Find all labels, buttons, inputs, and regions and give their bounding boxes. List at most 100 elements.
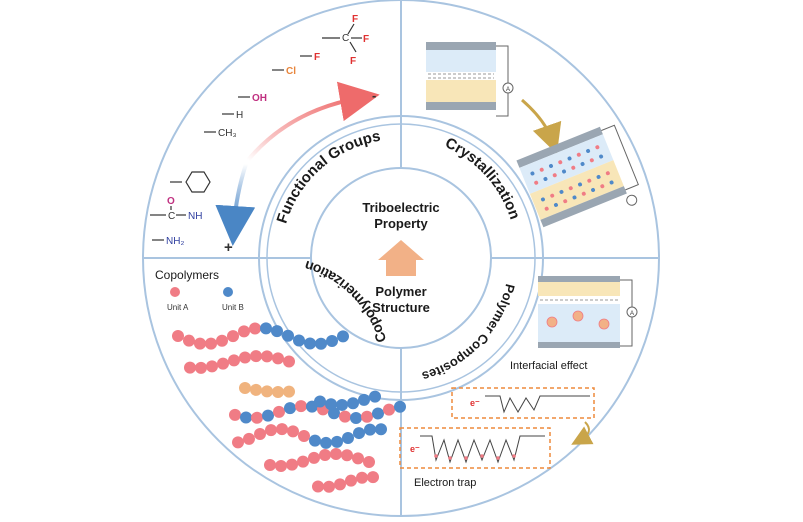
copolymer-bead [260, 322, 272, 335]
copolymer-bead [356, 471, 368, 484]
svg-text:O: O [167, 196, 175, 207]
copolymer-bead [254, 428, 266, 441]
copolymer-bead [342, 431, 354, 444]
amide-group: C O NH [150, 196, 202, 222]
copolymer-bead [334, 478, 346, 491]
copolymer-bead [337, 330, 349, 343]
svg-text:F: F [350, 56, 356, 67]
copolymer-bead [276, 423, 288, 436]
unit-a-label: Unit A [167, 303, 189, 312]
svg-text:A: A [630, 311, 634, 317]
copolymer-bead [229, 408, 241, 421]
copolymer-bead [323, 480, 335, 493]
copolymer-bead [304, 337, 316, 350]
crystal-device-bottom [516, 124, 639, 228]
crystallization-arrow [521, 98, 562, 155]
copolymer-bead [265, 424, 277, 437]
copolymer-bead [249, 322, 261, 335]
copolymer-bead [239, 382, 251, 394]
functional-groups-panel: C F F F F Cl OH H CH₃ - + C [150, 14, 380, 256]
copolymer-bead [328, 407, 340, 420]
interfacial-effect-label: Interfacial effect [510, 360, 587, 372]
copolymer-bead [319, 449, 331, 462]
copolymer-bead [184, 361, 196, 374]
copolymer-bead [309, 434, 321, 447]
crystallization-panel: A [426, 42, 639, 228]
copolymer-bead [217, 357, 229, 370]
copolymer-bead [282, 329, 294, 342]
copolymer-bead [383, 403, 395, 416]
copolymer-bead [336, 398, 348, 411]
unit-b-legend-dot [223, 287, 233, 297]
copolymer-bead [364, 423, 376, 436]
copolymer-bead [298, 430, 310, 443]
minus-sign: - [372, 88, 376, 103]
copolymer-bead [320, 436, 332, 449]
copolymer-bead [358, 393, 370, 406]
copolymer-bead [172, 330, 184, 342]
copolymer-bead [240, 411, 252, 424]
copolymer-bead [250, 350, 262, 363]
svg-text:C: C [342, 33, 349, 44]
copolymer-bead [367, 471, 379, 484]
center-bottom-line2: Structure [372, 300, 430, 315]
copolymer-bead [243, 432, 255, 445]
copolymer-bead [352, 452, 364, 465]
svg-text:F: F [352, 14, 358, 25]
electron-trap-label: Electron trap [414, 477, 476, 489]
plus-sign: + [224, 239, 233, 256]
copolymer-bead [361, 410, 373, 423]
copolymer-bead [239, 351, 251, 364]
copolymer-bead [295, 400, 307, 413]
center-title-line2: Property [374, 216, 428, 231]
electronegativity-arrow-red [246, 81, 380, 162]
cf3-group: C F F F [322, 14, 369, 67]
center-bottom-line1: Polymer [375, 284, 426, 299]
copolymer-bead [286, 458, 298, 471]
copolymer-bead [261, 350, 273, 363]
copolymer-bead [271, 325, 283, 338]
copolymer-bead [287, 425, 299, 438]
copolymer-bead [312, 480, 324, 493]
crystal-device-top: A [426, 42, 514, 117]
copolymer-bead [195, 361, 207, 374]
copolymer-bead [194, 337, 206, 350]
copolymer-bead [238, 325, 250, 338]
copolymer-bead [283, 355, 295, 368]
copolymer-bead [227, 330, 239, 343]
f-group-label: F [314, 52, 320, 63]
copolymer-bead [273, 405, 285, 418]
phenyl-group [170, 171, 211, 193]
interfacial-device: A [538, 276, 638, 348]
copolymer-bead [339, 410, 351, 423]
copolymers-panel: Copolymers Unit A Unit B [155, 268, 406, 493]
copolymer-bead [308, 451, 320, 464]
electron-trap-box-top: e⁻ [451, 387, 595, 419]
electronegativity-arrow-blue [215, 163, 256, 246]
copolymer-bead [297, 455, 309, 468]
copolymer-bead [325, 398, 337, 411]
nh2-group-label: NH₂ [166, 236, 184, 247]
copolymer-bead [345, 474, 357, 487]
copolymer-bead [363, 456, 375, 469]
copolymer-bead [272, 385, 284, 398]
copolymers-title: Copolymers [155, 268, 219, 282]
copolymer-bead [331, 435, 343, 448]
unit-b-label: Unit B [222, 303, 244, 312]
electron-trap-box-bottom: e⁻ [399, 427, 551, 469]
copolymer-bead [347, 397, 359, 410]
copolymer-bead [261, 385, 273, 398]
copolymer-bead [206, 360, 218, 373]
copolymer-bead [264, 459, 276, 472]
copolymer-bead [369, 390, 381, 403]
copolymer-bead [394, 400, 406, 413]
copolymer-bead [183, 334, 195, 347]
copolymer-bead [232, 436, 244, 449]
copolymer-bead [275, 459, 287, 472]
copolymer-bead [372, 407, 384, 420]
copolymer-bead [216, 334, 228, 347]
electron-trap-arrow [571, 421, 594, 445]
copolymer-bead [341, 449, 353, 462]
